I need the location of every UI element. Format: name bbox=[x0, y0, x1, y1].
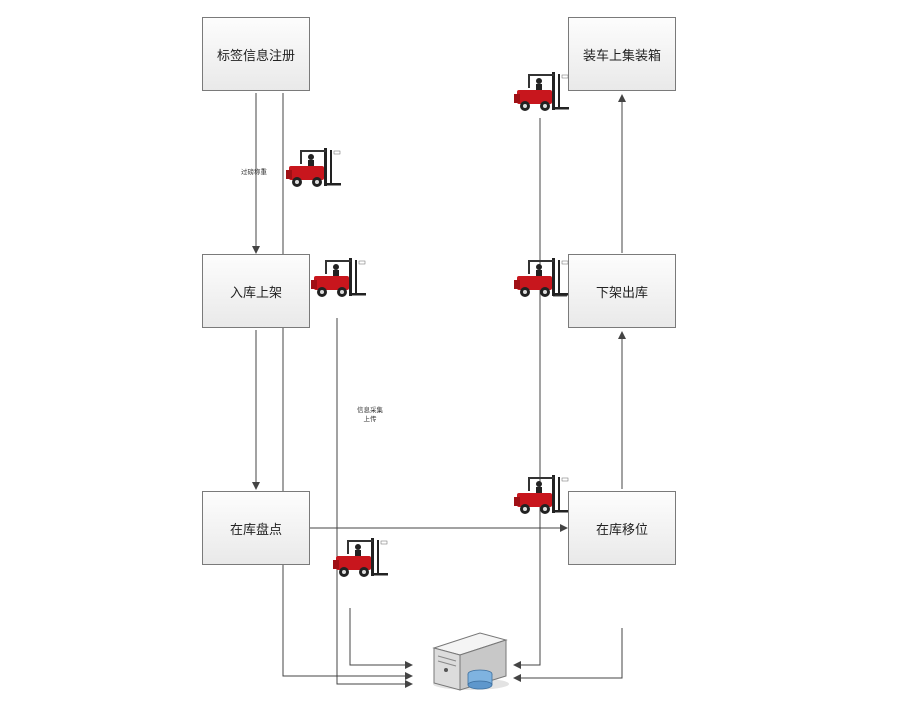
server-database-icon bbox=[432, 632, 509, 691]
label-collect-upload: 信息采集 上传 bbox=[352, 406, 388, 424]
node-inbound-shelf: 入库上架 bbox=[202, 254, 310, 328]
forklift-icon bbox=[513, 474, 570, 515]
forklift-icon bbox=[285, 147, 342, 188]
node-outbound: 下架出库 bbox=[568, 254, 676, 328]
node-stock-transfer: 在库移位 bbox=[568, 491, 676, 565]
label-collect-line1: 信息采集 bbox=[357, 406, 383, 414]
forklift-icon bbox=[513, 257, 570, 298]
line-check-to-server bbox=[349, 608, 413, 669]
label-collect-line2: 上传 bbox=[363, 415, 377, 423]
forklift-icon bbox=[513, 71, 570, 112]
node-inventory-check: 在库盘点 bbox=[202, 491, 310, 565]
line-transfer-to-server bbox=[513, 628, 623, 682]
line-register-to-server bbox=[282, 93, 413, 680]
node-tag-register: 标签信息注册 bbox=[202, 17, 310, 91]
line-right-forklifts-to-server bbox=[513, 118, 541, 669]
node-load-container: 装车上集装箱 bbox=[568, 17, 676, 91]
forklift-icon bbox=[310, 257, 367, 298]
forklift-icon bbox=[332, 537, 389, 578]
line-inbound-to-server bbox=[336, 318, 413, 688]
label-weigh: 过磅称重 bbox=[241, 168, 267, 176]
